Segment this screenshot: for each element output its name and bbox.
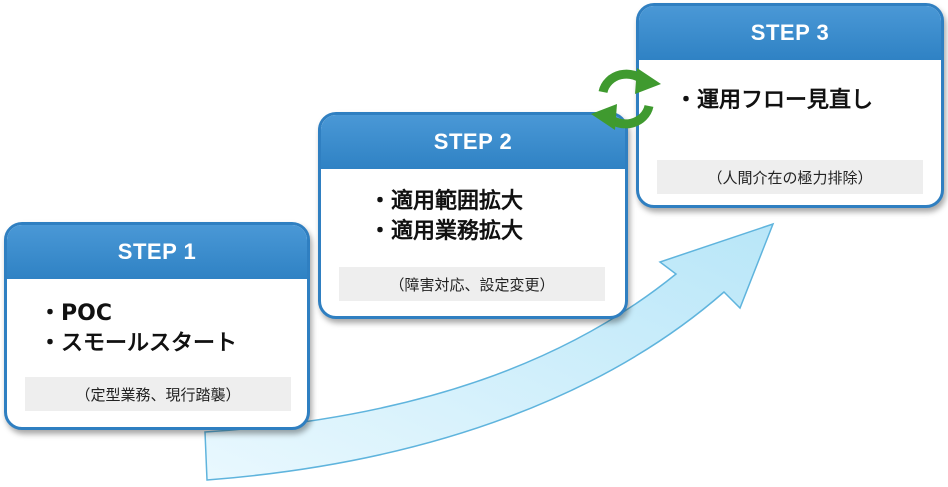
step-1-title: STEP 1 xyxy=(7,225,307,279)
step-1-items: ・POC ・スモールスタート xyxy=(39,299,237,359)
item-label: POC xyxy=(61,301,112,326)
step-2-note: （障害対応、設定変更） xyxy=(339,267,605,301)
step-3-title: STEP 3 xyxy=(639,6,941,60)
item-label: スモールスタート xyxy=(61,331,238,356)
step-1-note: （定型業務、現行踏襲） xyxy=(25,377,291,411)
step-2-card: STEP 2 ・適用範囲拡大 ・適用業務拡大 （障害対応、設定変更） xyxy=(318,112,628,319)
step-3-items: ・運用フロー見直し xyxy=(675,86,873,116)
bullet-mark: ・ xyxy=(675,88,698,113)
item-label: 適用範囲拡大 xyxy=(391,189,524,214)
list-item: ・適用範囲拡大 xyxy=(369,187,523,217)
item-label: 適用業務拡大 xyxy=(391,219,524,244)
list-item: ・運用フロー見直し xyxy=(675,86,873,116)
bullet-mark: ・ xyxy=(369,219,392,244)
growth-arrow-shape xyxy=(204,222,775,481)
bullet-mark: ・ xyxy=(39,331,62,356)
step-2-title: STEP 2 xyxy=(321,115,625,169)
step-3-card: STEP 3 ・運用フロー見直し （人間介在の極力排除） xyxy=(636,3,944,208)
refresh-cycle-icon xyxy=(591,68,661,130)
step-2-items: ・適用範囲拡大 ・適用業務拡大 xyxy=(369,187,523,247)
step-3-note: （人間介在の極力排除） xyxy=(657,160,923,194)
bullet-mark: ・ xyxy=(39,301,62,326)
bullet-mark: ・ xyxy=(369,189,392,214)
list-item: ・適用業務拡大 xyxy=(369,217,523,247)
list-item: ・POC xyxy=(39,299,237,329)
step-1-card: STEP 1 ・POC ・スモールスタート （定型業務、現行踏襲） xyxy=(4,222,310,430)
item-label: 運用フロー見直し xyxy=(697,88,874,113)
list-item: ・スモールスタート xyxy=(39,329,237,359)
